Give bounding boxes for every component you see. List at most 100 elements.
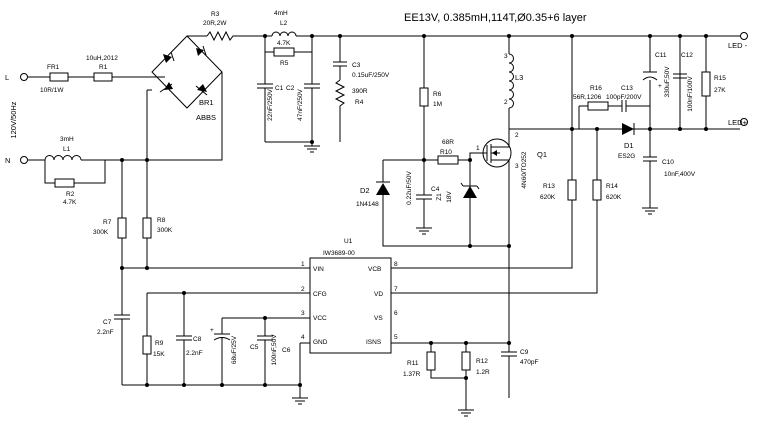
resistor-r15: R15 27K xyxy=(701,71,726,97)
svg-text:L: L xyxy=(5,73,9,82)
neutral-wire xyxy=(105,120,223,161)
svg-text:C1: C1 xyxy=(275,85,284,92)
svg-text:2.2nF: 2.2nF xyxy=(186,350,203,357)
svg-text:4mH: 4mH xyxy=(274,10,288,17)
isns-wire xyxy=(391,246,510,344)
svg-text:VCC: VCC xyxy=(313,315,327,322)
zener-z1: Z1 18V xyxy=(436,160,480,246)
capacitor-c2: C2 47nF/250V xyxy=(286,36,320,142)
svg-text:4.7K: 4.7K xyxy=(63,199,77,206)
capacitor-c3: C3 0.15uF/250V xyxy=(333,36,390,80)
svg-text:LED -: LED - xyxy=(728,41,748,50)
svg-text:22nF/250V: 22nF/250V xyxy=(267,88,274,120)
controller-ic-u1: U1 IW3689-00 VIN CFG VCC GND VCB VD VS I… xyxy=(301,238,398,354)
diode-d2: D2 1N4148 xyxy=(356,160,509,247)
svg-text:IW3689-00: IW3689-00 xyxy=(323,250,355,257)
svg-text:GND: GND xyxy=(313,339,328,346)
svg-text:100nF,50V: 100nF,50V xyxy=(271,334,278,366)
led-positive-terminal: LED+ xyxy=(728,118,748,127)
svg-text:R16: R16 xyxy=(590,85,602,92)
svg-text:5: 5 xyxy=(394,334,398,341)
svg-text:L2: L2 xyxy=(280,20,288,27)
svg-text:1.37R: 1.37R xyxy=(403,371,421,378)
resistor-r2: R2 4.7K xyxy=(54,178,77,206)
svg-text:C5: C5 xyxy=(250,344,259,351)
svg-text:C6: C6 xyxy=(282,347,291,354)
svg-text:C3: C3 xyxy=(352,62,361,69)
svg-text:VD: VD xyxy=(374,291,383,298)
svg-text:4: 4 xyxy=(301,334,305,341)
svg-text:U1: U1 xyxy=(344,238,353,245)
svg-text:C2: C2 xyxy=(286,85,295,92)
svg-text:N: N xyxy=(5,156,10,165)
resistor-r8: R8 300K xyxy=(142,217,173,268)
svg-text:390R: 390R xyxy=(352,88,368,95)
capacitor-c7: C7 2.2nF xyxy=(97,314,130,385)
svg-text:6: 6 xyxy=(394,310,398,317)
svg-text:R4: R4 xyxy=(355,99,364,106)
resistor-r9: R9 15K xyxy=(142,293,165,385)
svg-text:R5: R5 xyxy=(280,60,289,67)
capacitor-c13: C13 100pF/200V xyxy=(606,85,650,112)
junction-dots xyxy=(120,34,708,387)
svg-text:VS: VS xyxy=(374,315,383,322)
capacitor-c12: C12 100nF/100V xyxy=(673,52,694,112)
gate-drive-wire xyxy=(383,159,425,175)
svg-text:1: 1 xyxy=(476,145,480,152)
svg-text:VCB: VCB xyxy=(368,266,381,273)
svg-text:10R/1W: 10R/1W xyxy=(40,87,64,94)
mosfet-q1: 2 1 3 Q1 4N60/TO252 xyxy=(474,129,547,189)
capacitor-c4: C4 0.22uF/50V xyxy=(406,171,440,225)
svg-text:R8: R8 xyxy=(157,217,166,224)
svg-text:20R,2W: 20R,2W xyxy=(203,20,227,27)
svg-text:BR1: BR1 xyxy=(199,98,214,107)
svg-text:3: 3 xyxy=(504,53,508,60)
resistor-r10: 68R R10 xyxy=(424,139,474,165)
svg-text:2: 2 xyxy=(504,99,508,106)
gnd-bus-wire xyxy=(122,342,310,386)
capacitor-c11: C11 + 330uF,50V xyxy=(642,52,671,98)
resistor-r7: R7 300K xyxy=(93,217,127,315)
svg-text:R11: R11 xyxy=(407,360,419,367)
svg-text:47nF/250V: 47nF/250V xyxy=(297,88,304,120)
svg-text:10uH,2012: 10uH,2012 xyxy=(86,55,118,62)
capacitor-c9-ref: C9 xyxy=(520,349,529,356)
svg-text:CFG: CFG xyxy=(313,291,327,298)
svg-text:ISNS: ISNS xyxy=(366,339,382,346)
capacitor-c5: + C5 68uF/25V xyxy=(210,318,259,385)
svg-text:Q1: Q1 xyxy=(537,150,547,159)
svg-text:300K: 300K xyxy=(157,227,173,234)
svg-text:C8: C8 xyxy=(193,336,202,343)
transformer-winding-l3: L3 3 2 xyxy=(504,36,523,129)
output-cap-wires xyxy=(649,36,707,129)
svg-text:2: 2 xyxy=(301,286,305,293)
capacitor-c1: C1 22nF/250V xyxy=(257,52,284,142)
svg-text:300K: 300K xyxy=(93,229,109,236)
svg-text:3mH: 3mH xyxy=(60,136,74,143)
diode-d1: D1 ES2G xyxy=(618,123,635,160)
svg-text:56R,1206: 56R,1206 xyxy=(573,94,602,101)
svg-text:27K: 27K xyxy=(714,87,726,94)
svg-text:18V: 18V xyxy=(446,191,453,203)
capacitor-c9-value: 470pF xyxy=(520,359,538,366)
svg-text:R15: R15 xyxy=(714,75,726,82)
svg-text:R3: R3 xyxy=(211,11,220,18)
svg-text:+: + xyxy=(210,327,214,334)
svg-text:1N4148: 1N4148 xyxy=(356,201,379,208)
capacitor-c6: C6 100nF,50V xyxy=(257,318,291,385)
svg-text:R2: R2 xyxy=(66,191,75,198)
resistor-r16: R16 56R,1206 xyxy=(573,85,622,129)
svg-text:7: 7 xyxy=(394,286,398,293)
svg-text:L3: L3 xyxy=(515,73,523,82)
svg-text:620K: 620K xyxy=(540,194,556,201)
svg-text:2: 2 xyxy=(515,132,519,139)
resistor-r5: 4.7K R5 xyxy=(273,40,295,67)
fuse-resistor-fr1: FR1 10R/1W xyxy=(28,64,94,94)
svg-text:68R: 68R xyxy=(442,139,454,146)
svg-text:3: 3 xyxy=(301,310,305,317)
svg-text:R9: R9 xyxy=(155,340,164,347)
svg-text:R12: R12 xyxy=(476,358,488,365)
svg-text:C7: C7 xyxy=(103,319,112,326)
svg-text:620K: 620K xyxy=(606,194,622,201)
resistor-r14: R14 620K xyxy=(391,129,622,294)
